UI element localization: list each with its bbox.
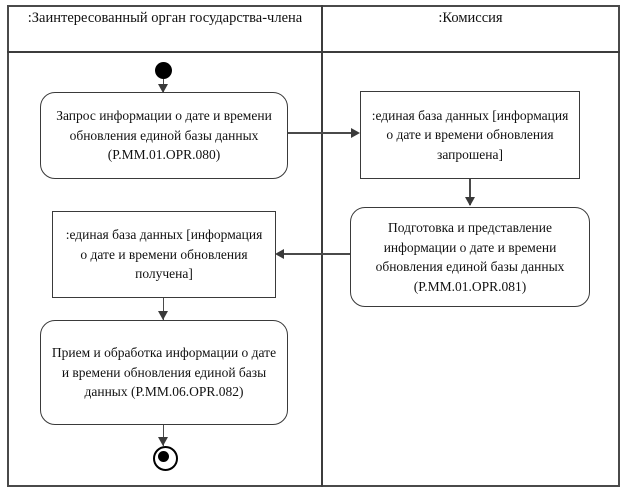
edge-action-081-to-object-received (283, 253, 350, 255)
edge-object-requested-to-action-081 (469, 179, 471, 205)
edge-object-received-to-action-082 (162, 298, 165, 320)
object-node-label: :единая база данных [информация о дате и… (371, 107, 569, 162)
object-node-label: :единая база данных [информация о дате и… (65, 227, 263, 282)
action-node-prepare-and-submit-info[interactable]: Подготовка и представление информации о … (350, 207, 590, 307)
edge-action-082-to-end (162, 425, 165, 446)
swimlane-title-commission: :Комиссия (438, 10, 503, 26)
action-node-label: Прием и обработка информации о дате и вр… (51, 345, 277, 400)
action-node-label: Запрос информации о дате и времени обнов… (56, 108, 272, 163)
object-node-db-info-received[interactable]: :единая база данных [информация о дате и… (52, 211, 276, 298)
action-node-request-info[interactable]: Запрос информации о дате и времени обнов… (40, 92, 288, 179)
action-node-receive-and-process-info[interactable]: Прием и обработка информации о дате и вр… (40, 320, 288, 425)
initial-node (155, 62, 172, 79)
arrowhead-down-icon (464, 197, 475, 206)
arrowhead-down-icon (158, 311, 168, 320)
swimlane-column-divider (321, 5, 323, 487)
swimlane-title-member-state-body: :Заинтересованный орган государства-член… (27, 10, 303, 26)
object-node-db-info-requested[interactable]: :единая база данных [информация о дате и… (360, 91, 580, 179)
swimlane-header-divider (7, 51, 620, 53)
arrowhead-left-icon (275, 249, 284, 259)
arrowhead-right-icon (351, 128, 360, 138)
final-node (153, 446, 178, 471)
edge-action-080-to-object-requested (288, 132, 353, 134)
action-node-label: Подготовка и представление информации о … (375, 220, 565, 294)
arrowhead-down-icon (158, 84, 168, 93)
arrowhead-down-icon (158, 437, 168, 446)
